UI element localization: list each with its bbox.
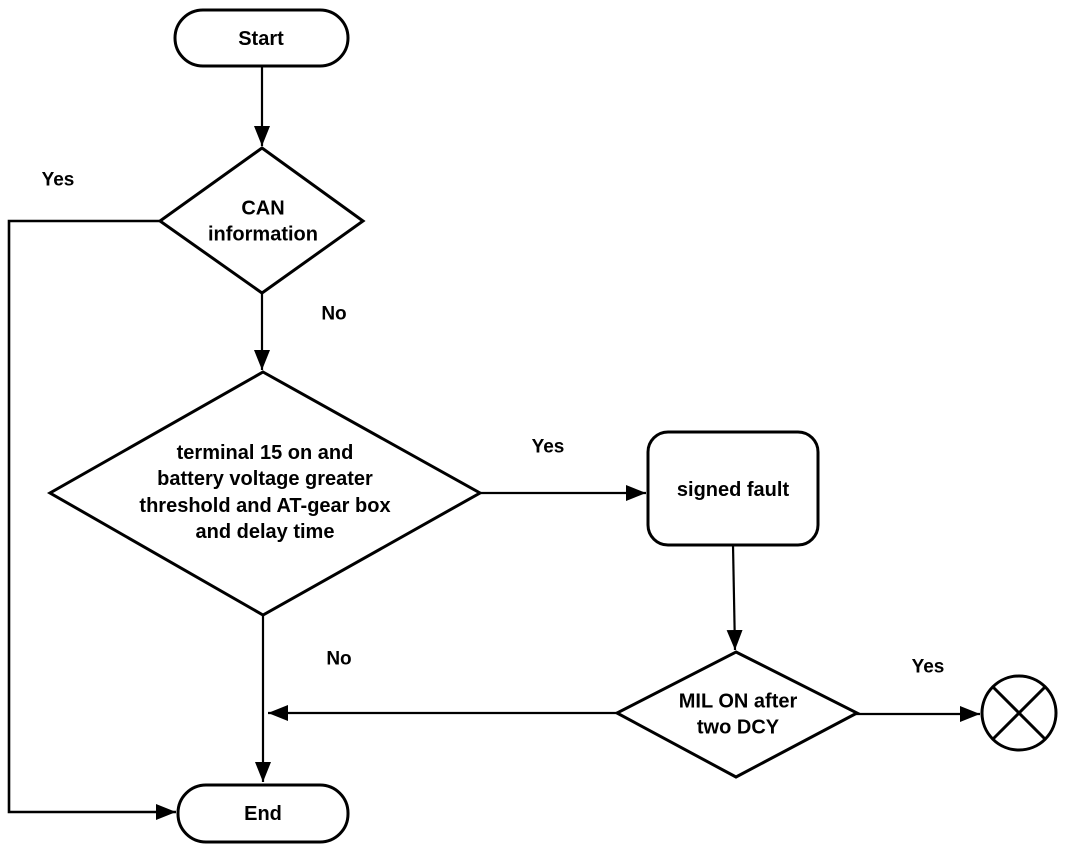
edge-label-condition-yes: Yes bbox=[531, 436, 565, 458]
signed-fault-node-label: signed fault bbox=[676, 478, 790, 501]
signed-fault-node-shape bbox=[646, 430, 820, 547]
edge-label-mil-yes: Yes bbox=[911, 656, 945, 678]
edge-label-can-no: No bbox=[321, 303, 347, 325]
can-decision-shape bbox=[157, 146, 366, 295]
condition-decision-label: terminal 15 on and battery voltage great… bbox=[139, 442, 391, 544]
condition-decision-shape bbox=[46, 370, 484, 617]
circle-x-icon bbox=[980, 674, 1058, 752]
end-node-shape bbox=[176, 783, 350, 844]
flow-signed-fault-to-mil bbox=[726, 544, 743, 651]
mil-decision-shape bbox=[613, 650, 861, 779]
can-decision-label: CAN information bbox=[208, 197, 318, 246]
edge-label-condition-no: No bbox=[326, 648, 352, 670]
edge-label-can-yes: Yes bbox=[41, 169, 75, 191]
end-node-label: End bbox=[244, 802, 282, 825]
flow-can-yes-to-end bbox=[7, 219, 176, 820]
start-node-label: Start bbox=[238, 27, 284, 50]
mil-decision-label: MIL ON after two DCY bbox=[678, 690, 798, 739]
start-node-shape bbox=[173, 8, 350, 68]
